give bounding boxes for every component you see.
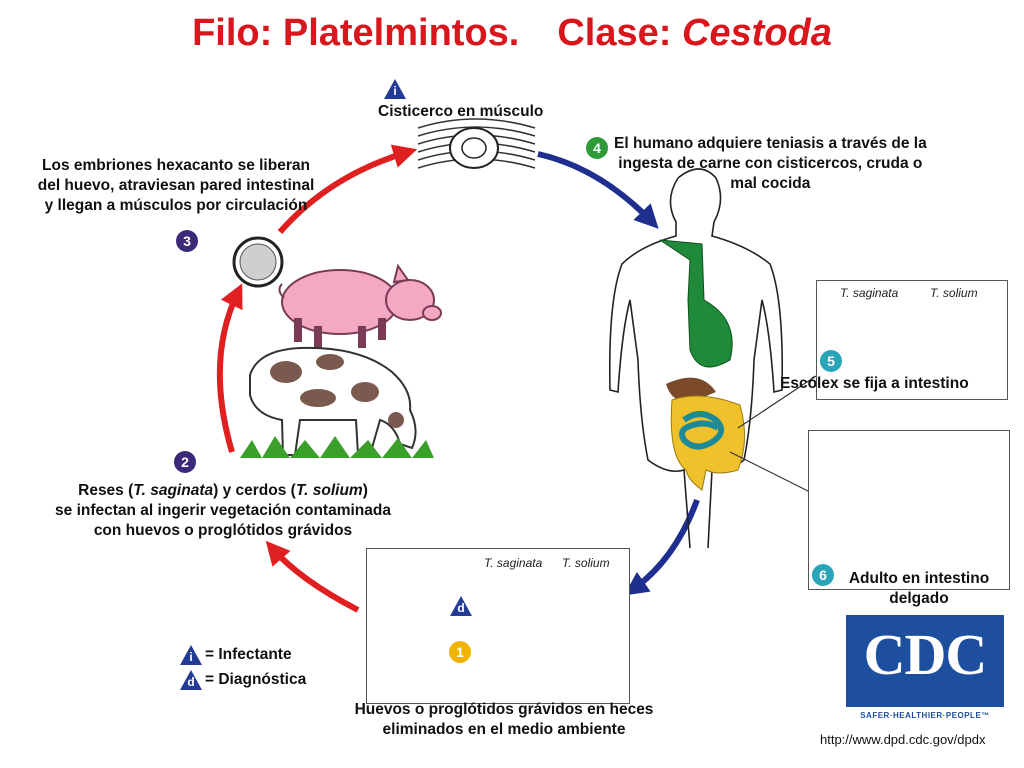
stage-4-badge: 4 <box>586 137 608 159</box>
cdc-tagline: SAFER·HEALTHIER·PEOPLE™ <box>846 707 1004 725</box>
cysticercus-muscle-icon <box>417 118 536 169</box>
stage-6-badge: 6 <box>812 564 834 586</box>
adult-box <box>808 430 1010 590</box>
pig-icon <box>278 263 442 348</box>
scolex-saginata-label: T. saginata <box>840 286 899 300</box>
red-arrow-to-embryo <box>216 283 243 453</box>
human-body-icon <box>608 168 784 549</box>
stage-5-text: Escólex se fija a intestino <box>780 375 969 392</box>
title-class-name: Cestoda <box>681 12 832 54</box>
red-arrow-to-muscle <box>277 144 418 234</box>
cdc-url[interactable]: http://www.dpd.cdc.gov/dpdx <box>820 732 986 747</box>
legend-infective-icon: i <box>180 645 202 665</box>
cow-icon <box>240 346 434 458</box>
stage-2-text: Reses (T. saginata) y cerdos (T. solium)… <box>55 482 391 539</box>
legend-diagnostic-label: = Diagnóstica <box>205 671 307 688</box>
legend-diagnostic-icon: d <box>180 670 202 690</box>
cysticercus-label: Cisticerco en músculo <box>378 103 544 120</box>
stage-4-text: El humano adquiere teniasis a través de … <box>614 135 927 192</box>
title-phylum: Filo: Platelmintos. <box>192 12 520 54</box>
infective-stage-marker: i <box>384 79 406 99</box>
embryo-icon <box>232 236 284 288</box>
stage-5-badge: 5 <box>820 350 842 372</box>
cdc-logo: CDC SAFER·HEALTHIER·PEOPLE™ <box>846 615 1004 725</box>
blue-arrow-to-human <box>537 151 659 229</box>
red-arrow-to-animals <box>265 540 360 613</box>
proglottid-solium-label: T. solium <box>562 556 610 570</box>
proglottid-saginata-label: T. saginata <box>484 556 543 570</box>
title-class-label: Clase: <box>557 12 672 54</box>
scolex-solium-label: T. solium <box>930 286 978 300</box>
legend-infective-label: = Infectante <box>205 646 292 663</box>
page-title: Filo: Platelmintos. Clase: Cestoda <box>0 12 1024 55</box>
blue-arrow-to-feces <box>624 498 700 596</box>
stage-3-badge: 3 <box>176 230 198 252</box>
cdc-logo-text: CDC <box>863 622 988 687</box>
scolex-box <box>816 280 1008 400</box>
stage-2-badge: 2 <box>174 451 196 473</box>
diagnostic-stage-marker: d <box>450 596 472 616</box>
stage-1-badge: 1 <box>449 641 471 663</box>
feces-box <box>366 548 630 704</box>
